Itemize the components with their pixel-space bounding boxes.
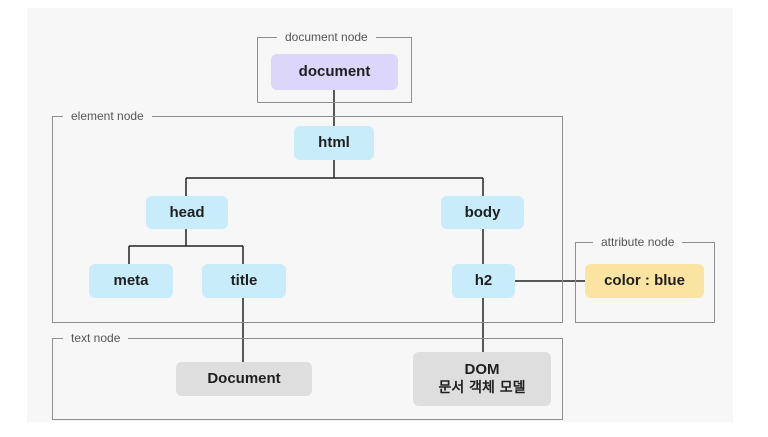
document-node: document [271, 54, 398, 90]
h2-node: h2 [452, 264, 515, 298]
document-node-group: document node [257, 29, 412, 103]
head-node-text: head [169, 203, 205, 221]
head-node: head [146, 196, 228, 229]
h2-node-text: h2 [474, 272, 493, 289]
attribute-node-text: color : blue [604, 272, 685, 289]
text-node-document: Document [176, 362, 312, 396]
text-node-group: text node [52, 330, 563, 420]
body-node: body [441, 196, 524, 229]
element-node-label: element node [63, 108, 152, 124]
html-node: html [294, 126, 374, 160]
document-node-label: document node [277, 29, 376, 45]
title-node: title [202, 264, 286, 298]
meta-node: meta [89, 264, 173, 298]
body-node-text: body [464, 203, 501, 221]
attribute-node: color : blue [585, 264, 704, 298]
attribute-node-label: attribute node [593, 234, 683, 250]
attribute-node-group: attribute node [575, 234, 715, 323]
document-node-text: document [298, 63, 371, 80]
title-node-text: title [230, 272, 258, 289]
text-node-dom: DOM 문서 객체 모델 [413, 352, 551, 406]
text-node-dom-line2: 문서 객체 모델 [438, 380, 526, 396]
html-node-text: html [318, 134, 350, 151]
text-node-label: text node [63, 330, 129, 346]
element-node-group: element node [52, 108, 563, 323]
text-node-dom-line1: DOM [464, 361, 500, 378]
meta-node-text: meta [113, 272, 149, 289]
text-node-document-text: Document [207, 370, 281, 387]
